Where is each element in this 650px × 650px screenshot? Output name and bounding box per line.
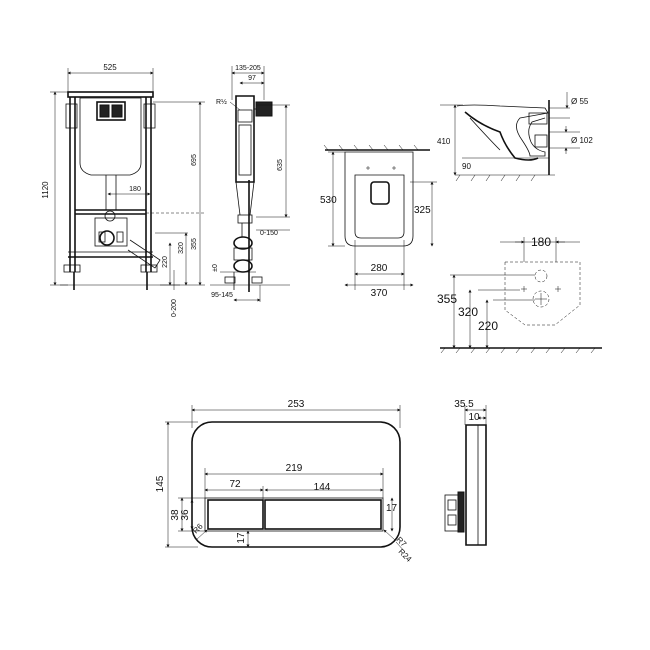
frame-height-label: 1120 [41,181,50,199]
side-d0150-label: 0-150 [260,230,278,237]
frame-front-view: 525 1120 180 [41,63,205,317]
plate-h17a-label: 17 [236,532,247,544]
plate-h17b-label: 17 [386,503,398,514]
bowl-side-height-label: 410 [437,137,451,146]
frame-side-view: 135-205 97 R½ 635 0-150 ±0 [210,65,290,302]
bowl-x90-label: 90 [462,162,471,171]
bowl-h325-label: 325 [414,205,431,216]
flush-plate-front-view: 253 145 219 72 144 38 36 17 17 R6 R7 R2 [155,399,414,564]
holes-h320-label: 320 [458,305,478,319]
frame-width-label: 525 [103,63,117,72]
frame-h355-label: 355 [191,238,198,250]
bowl-d55-label: Ø 55 [571,97,589,106]
plate-width-label: 253 [288,399,305,410]
bowl-d102-label: Ø 102 [571,136,593,145]
holes-w180-label: 180 [531,235,551,249]
bowl-w280-label: 280 [371,263,388,274]
plate-w72-label: 72 [229,479,241,490]
side-h635-label: 635 [277,159,284,171]
plate-height-label: 145 [155,475,166,492]
side-thread-label: R½ [216,98,227,106]
plate-r24-label: R24 [397,547,414,564]
bowl-top-view: 530 325 280 370 [320,144,437,299]
flush-plate-side-view: 35.5 10 [444,399,487,546]
plate-h38-label: 38 [170,509,181,521]
plate-side-d355-label: 35.5 [454,399,474,410]
frame-h220-label: 220 [162,256,169,268]
plate-w144-label: 144 [314,482,331,493]
side-top-97-label: 97 [248,75,256,82]
plate-side-d10-label: 10 [468,412,480,423]
plate-h36-label: 36 [180,509,191,521]
bowl-side-view: 410 Ø 55 Ø 102 90 [437,92,593,182]
side-zero-label: ±0 [212,264,219,272]
holes-h220-label: 220 [478,319,498,333]
frame-adjust-label: 0-200 [171,299,178,317]
frame-h320-label: 320 [178,242,185,254]
side-top-range-label: 135-205 [235,65,261,72]
holes-h355-label: 355 [437,292,457,306]
bowl-length-label: 530 [320,195,337,206]
side-bottom-range-label: 95-145 [211,292,233,299]
plate-w219-label: 219 [286,463,303,474]
bowl-holes-view: 180 355 320 220 [437,235,602,354]
frame-inner-height-label: 695 [191,154,198,166]
frame-pipe-width-label: 180 [129,186,141,193]
bowl-w370-label: 370 [371,288,388,299]
